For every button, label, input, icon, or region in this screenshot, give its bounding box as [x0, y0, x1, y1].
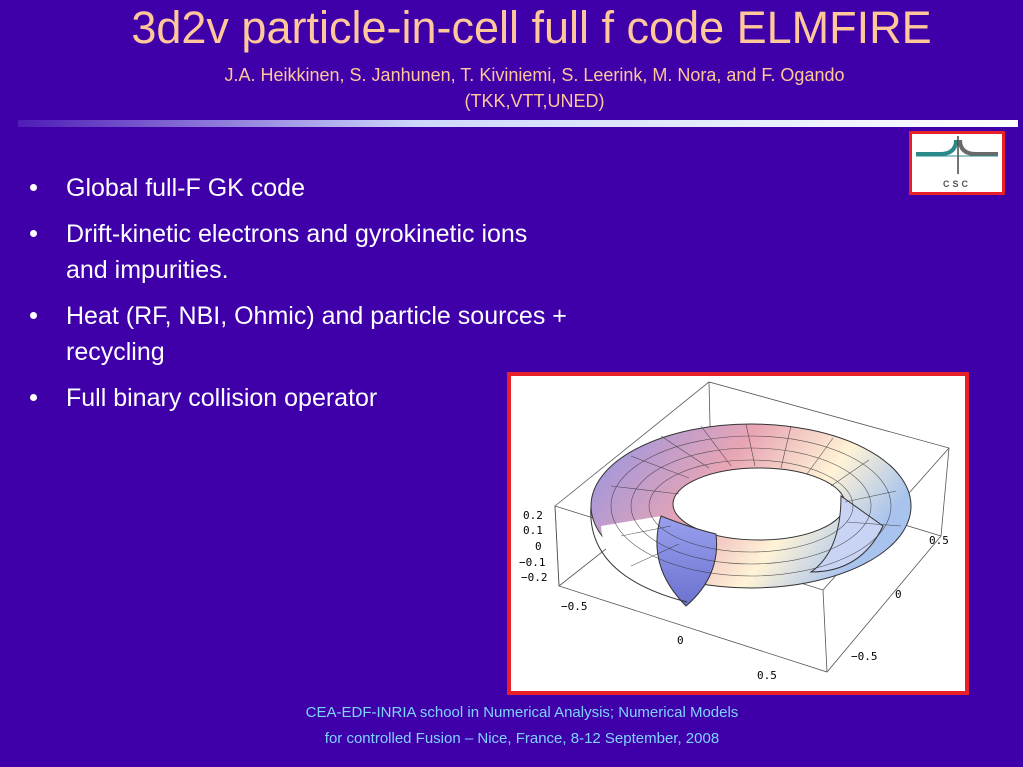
- authors-affiliations: (TKK,VTT,UNED): [464, 91, 605, 111]
- slide-title: 3d2v particle-in-cell full f code ELMFIR…: [131, 2, 932, 53]
- bullet-text: Global full-F GK code: [66, 174, 305, 202]
- bullet-dot-icon: [30, 230, 37, 237]
- footer-line-2: for controlled Fusion – Nice, France, 8-…: [324, 730, 720, 747]
- bullet-dot-icon: [30, 312, 37, 319]
- csc-logo-text: CSC: [943, 179, 971, 189]
- z-axis-ticks: 0.2 0.1 0 −0.1 −0.2: [519, 509, 548, 584]
- bullet-dot-icon: [30, 184, 37, 191]
- bullet-item: Drift-kinetic electrons and gyrokinetic …: [30, 216, 710, 288]
- bullet-text: Heat (RF, NBI, Ohmic) and particle sourc…: [66, 302, 567, 330]
- z-tick-label: 0.2: [523, 509, 543, 522]
- y-tick-label: 0: [895, 588, 902, 601]
- torus-3d-plot: 0.2 0.1 0 −0.1 −0.2 −0.5 0 0.5 0.5 0 −0.…: [519, 381, 950, 682]
- z-tick-label: 0: [535, 540, 542, 553]
- bullet-list: Global full-F GK code Drift-kinetic elec…: [30, 170, 710, 426]
- y-axis-ticks: 0.5 0 −0.5: [851, 534, 949, 663]
- y-tick-label: 0.5: [929, 534, 949, 547]
- csc-logo-mark-icon: CSC: [916, 136, 998, 189]
- z-tick-label: −0.2: [521, 571, 548, 584]
- slide-footer: CEA-EDF-INRIA school in Numerical Analys…: [220, 700, 824, 752]
- bullet-item: Heat (RF, NBI, Ohmic) and particle sourc…: [30, 298, 710, 370]
- x-tick-label: 0.5: [757, 669, 777, 682]
- y-tick-label: −0.5: [851, 650, 878, 663]
- title-divider: [18, 120, 1018, 127]
- x-axis-ticks: −0.5 0 0.5: [561, 600, 777, 682]
- footer-line-1: CEA-EDF-INRIA school in Numerical Analys…: [305, 704, 739, 721]
- bullet-item: Full binary collision operator: [30, 380, 710, 416]
- bullet-text-continued: and impurities.: [66, 256, 229, 284]
- torus-plot-frame: 0.2 0.1 0 −0.1 −0.2 −0.5 0 0.5 0.5 0 −0.…: [507, 372, 969, 695]
- bullet-text: Drift-kinetic electrons and gyrokinetic …: [66, 220, 528, 248]
- x-tick-label: −0.5: [561, 600, 588, 613]
- bullet-text-continued: recycling: [66, 338, 165, 366]
- authors: J.A. Heikkinen, S. Janhunen, T. Kiviniem…: [80, 62, 989, 114]
- torus-surface: [590, 423, 912, 607]
- z-tick-label: 0.1: [523, 524, 543, 537]
- bullet-text: Full binary collision operator: [66, 384, 378, 412]
- bullet-item: Global full-F GK code: [30, 170, 710, 206]
- csc-logo: CSC: [909, 131, 1005, 195]
- authors-names: J.A. Heikkinen, S. Janhunen, T. Kiviniem…: [224, 65, 845, 85]
- bullet-dot-icon: [30, 394, 37, 401]
- z-tick-label: −0.1: [519, 556, 546, 569]
- x-tick-label: 0: [677, 634, 684, 647]
